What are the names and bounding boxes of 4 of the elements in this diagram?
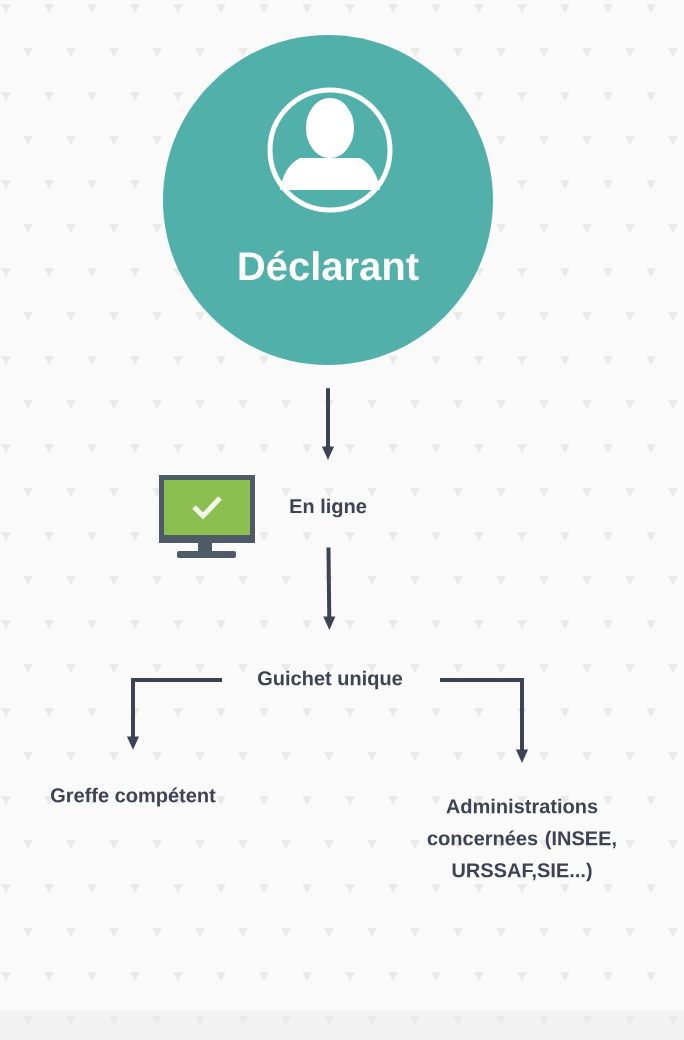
destination-label: Administrations concernées (INSEE, URSSAF,SIE...): [427, 798, 616, 882]
step-label: En ligne: [290, 498, 367, 518]
step-label: Guichet unique: [258, 670, 403, 690]
destination-label: Greffe compétent: [51, 787, 216, 807]
